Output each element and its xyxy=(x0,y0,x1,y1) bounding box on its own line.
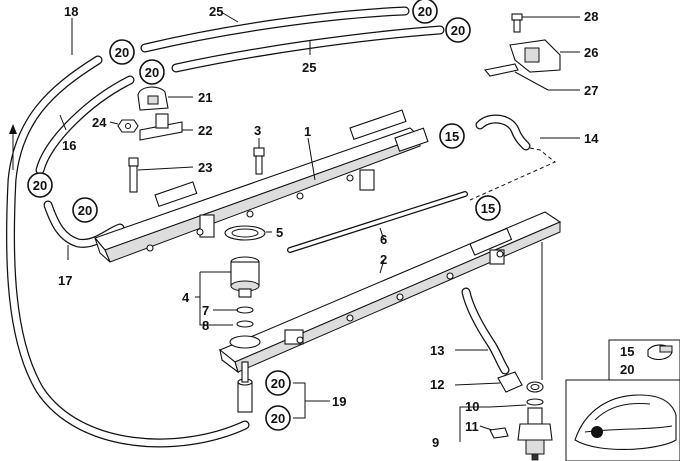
callout-27: 27 xyxy=(584,83,598,98)
circle-ref-20: 20 xyxy=(271,376,285,391)
fuel-rail-2 xyxy=(218,211,562,374)
callout-14: 14 xyxy=(584,131,599,146)
callout-1: 1 xyxy=(304,124,311,139)
callout-25-top: 25 xyxy=(209,4,223,19)
bracket-26 xyxy=(509,39,561,73)
hose-16-18-17 xyxy=(5,55,250,448)
callout-labels: 25 25 18 16 17 21 24 22 23 3 1 5 6 2 4 7… xyxy=(58,4,599,450)
clip-21 xyxy=(137,86,169,111)
injector-9 xyxy=(517,407,553,461)
inset-vehicle xyxy=(565,379,680,461)
bracket-22 xyxy=(139,113,183,141)
flow-arrow-icon xyxy=(9,124,17,170)
pressure-regulator-4 xyxy=(230,256,260,328)
circle-ref-20: 20 xyxy=(418,4,432,19)
callout-11: 11 xyxy=(465,419,479,434)
circle-ref-20: 20 xyxy=(115,45,129,60)
circle-ref-20: 20 xyxy=(451,23,465,38)
o-ring-5 xyxy=(224,225,266,241)
callout-3: 3 xyxy=(254,123,261,138)
callout-26: 26 xyxy=(584,45,598,60)
callout-12: 12 xyxy=(430,377,444,392)
connector-12 xyxy=(497,371,523,393)
callout-25-bottom: 25 xyxy=(302,60,316,75)
inset-label-20: 20 xyxy=(620,362,634,377)
callout-2: 2 xyxy=(380,252,387,267)
callout-19: 19 xyxy=(332,394,346,409)
callout-21: 21 xyxy=(198,90,212,105)
nut-24 xyxy=(117,119,139,133)
callout-23: 23 xyxy=(198,160,212,175)
callout-13: 13 xyxy=(430,343,444,358)
callout-5: 5 xyxy=(276,225,283,240)
inset-clamp: 15 20 xyxy=(608,339,680,381)
bolt-3 xyxy=(253,147,265,175)
clip-11 xyxy=(489,427,509,439)
clip-27 xyxy=(483,63,519,77)
callout-10: 10 xyxy=(465,399,479,414)
callout-16: 16 xyxy=(62,138,76,153)
callout-4: 4 xyxy=(182,290,190,305)
callout-7: 7 xyxy=(202,303,209,318)
callout-6: 6 xyxy=(380,232,387,247)
screw-28 xyxy=(511,13,523,33)
callout-9: 9 xyxy=(432,435,439,450)
stud-23 xyxy=(128,157,139,193)
pipe-6 xyxy=(287,191,468,253)
callout-22: 22 xyxy=(198,123,212,138)
circle-ref-20: 20 xyxy=(145,65,159,80)
callout-17: 17 xyxy=(58,273,72,288)
hose-14 xyxy=(475,114,531,151)
circle-ref-20: 20 xyxy=(271,411,285,426)
callout-24: 24 xyxy=(92,115,107,130)
leader-lines xyxy=(59,11,580,442)
o-ring-10 xyxy=(526,398,544,406)
callout-28: 28 xyxy=(584,9,598,24)
circled-references: 20 20 20 20 20 20 20 20 15 15 xyxy=(27,0,501,431)
circle-ref-15: 15 xyxy=(445,129,459,144)
inset-label-15: 15 xyxy=(620,344,634,359)
circle-ref-20: 20 xyxy=(78,203,92,218)
callout-8: 8 xyxy=(202,318,209,333)
circle-ref-15: 15 xyxy=(481,201,495,216)
washer-ring xyxy=(526,381,544,393)
hose-25 xyxy=(140,6,445,73)
pipe-19 xyxy=(237,361,253,413)
fuel-rail-1 xyxy=(94,109,429,263)
circle-ref-20: 20 xyxy=(33,178,47,193)
hose-13 xyxy=(461,287,510,375)
callout-18: 18 xyxy=(64,4,78,19)
